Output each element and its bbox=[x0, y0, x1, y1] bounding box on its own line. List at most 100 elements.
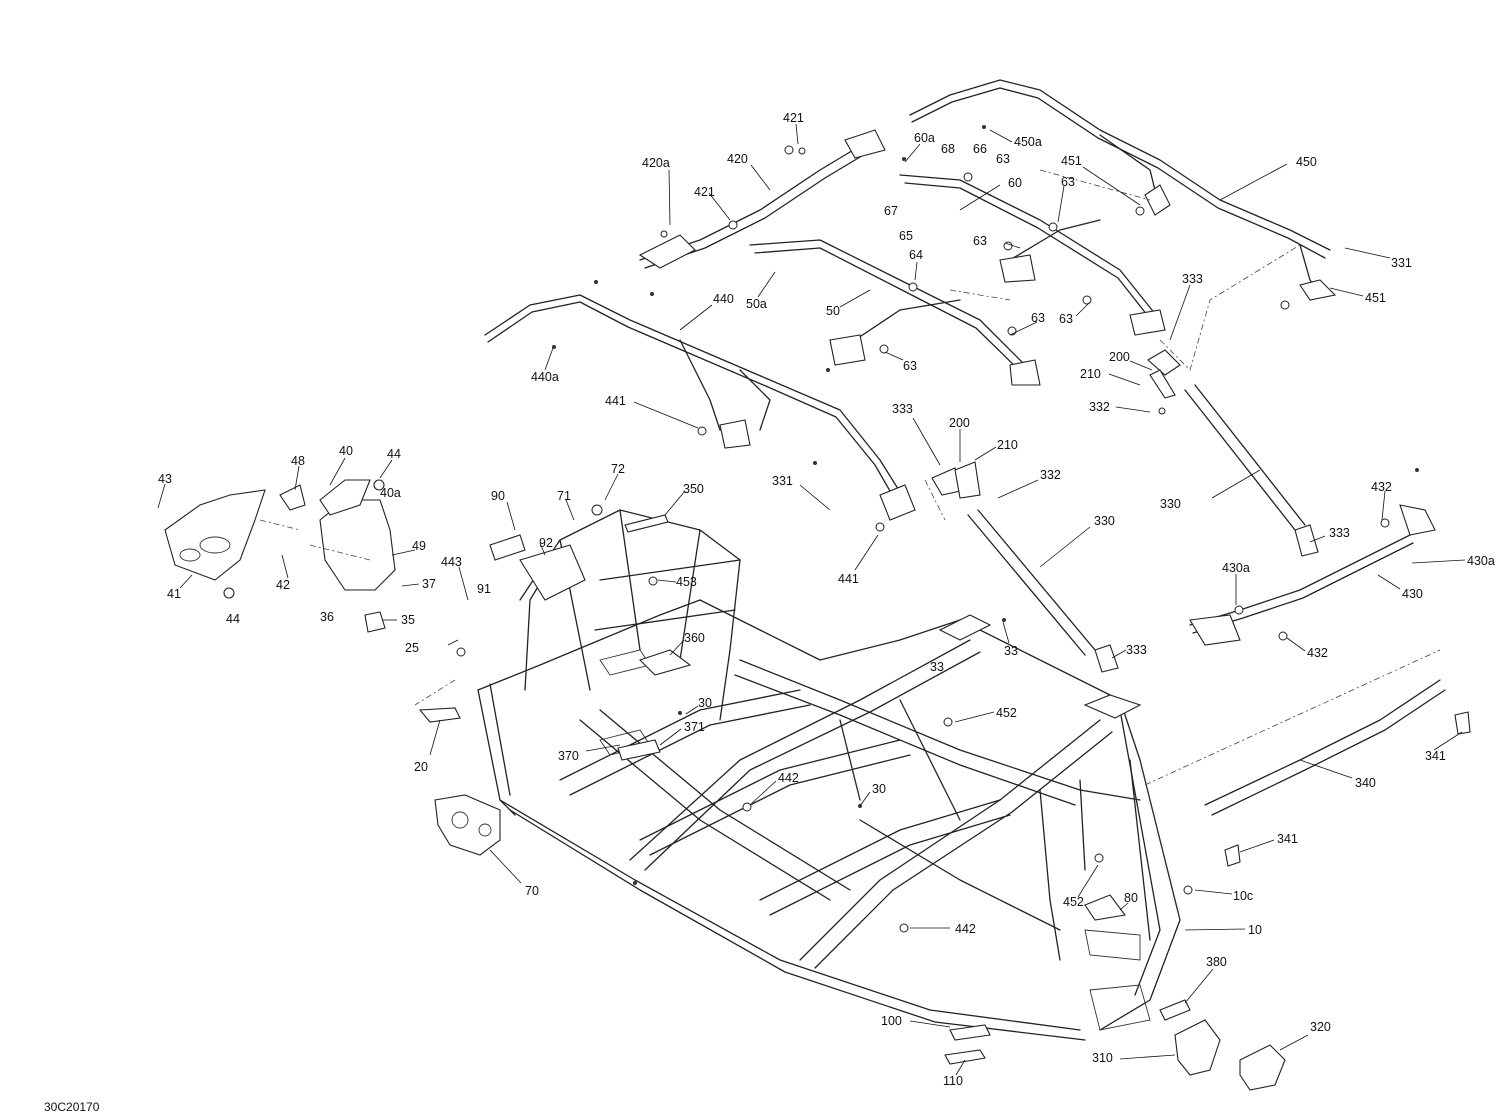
callout-label: 210 bbox=[997, 438, 1018, 452]
callout-label: 450 bbox=[1296, 155, 1317, 169]
callout-label: 64 bbox=[909, 248, 923, 262]
callout-label: 443 bbox=[441, 555, 462, 569]
callout-label: 66 bbox=[973, 142, 987, 156]
callout-label: 453 bbox=[676, 575, 697, 589]
callout-label: 41 bbox=[167, 587, 181, 601]
callout-label: 440a bbox=[531, 370, 559, 384]
callout-label: 380 bbox=[1206, 955, 1227, 969]
callout-label: 333 bbox=[1182, 272, 1203, 286]
callout-label: 320 bbox=[1310, 1020, 1331, 1034]
callout-label: 452 bbox=[1063, 895, 1084, 909]
callout-label: 420a bbox=[642, 156, 670, 170]
leader-lines bbox=[157, 123, 1466, 1076]
callout-label: 210 bbox=[1080, 367, 1101, 381]
callout-label: 370 bbox=[558, 749, 579, 763]
callout-label: 35 bbox=[401, 613, 415, 627]
callout-label: 10c bbox=[1233, 889, 1253, 903]
callout-label: 43 bbox=[158, 472, 172, 486]
callout-label: 421 bbox=[694, 185, 715, 199]
callout-label: 430a bbox=[1467, 554, 1495, 568]
callout-label: 63 bbox=[1031, 311, 1045, 325]
callout-label: 65 bbox=[899, 229, 913, 243]
callout-label: 60a bbox=[914, 131, 935, 145]
front-bumper-assembly bbox=[164, 479, 396, 633]
callout-label: 42 bbox=[276, 578, 290, 592]
callout-label: 91 bbox=[477, 582, 491, 596]
callout-label: 441 bbox=[838, 572, 859, 586]
callout-label: 33 bbox=[1004, 644, 1018, 658]
main-frame bbox=[477, 509, 1181, 1041]
callout-label: 360 bbox=[684, 631, 705, 645]
callout-label: 70 bbox=[525, 884, 539, 898]
callout-label: 452 bbox=[996, 706, 1017, 720]
callout-label: 10 bbox=[1248, 923, 1262, 937]
callout-label: 110 bbox=[943, 1074, 963, 1088]
callout-label: 420 bbox=[727, 152, 748, 166]
callout-label: 332 bbox=[1040, 468, 1061, 482]
callout-label: 200 bbox=[949, 416, 970, 430]
callout-label: 432 bbox=[1307, 646, 1328, 660]
callout-label: 60 bbox=[1008, 176, 1022, 190]
front-bracket-70 bbox=[434, 794, 501, 856]
assembly-lines bbox=[259, 169, 1441, 786]
callout-label: 20 bbox=[414, 760, 428, 774]
callout-label: 49 bbox=[412, 539, 426, 553]
callout-label: 30 bbox=[872, 782, 886, 796]
callout-label: 430a bbox=[1222, 561, 1250, 575]
callout-label: 92 bbox=[539, 536, 553, 550]
callout-label: 67 bbox=[884, 204, 898, 218]
callout-label: 442 bbox=[778, 771, 799, 785]
callout-label: 37 bbox=[422, 577, 436, 591]
callout-label: 40a bbox=[380, 486, 401, 500]
callout-label: 432 bbox=[1371, 480, 1392, 494]
small-parts bbox=[418, 349, 1471, 1065]
callout-label: 63 bbox=[973, 234, 987, 248]
callout-label: 25 bbox=[405, 641, 419, 655]
callout-label: 371 bbox=[684, 720, 705, 734]
callout-label: 100 bbox=[881, 1014, 902, 1028]
callout-label: 330 bbox=[1160, 497, 1181, 511]
callout-label: 332 bbox=[1089, 400, 1110, 414]
callout-labels: 421 420a 420 421 60a 68 66 63 450a 450 4… bbox=[158, 111, 1495, 1088]
callout-label: 71 bbox=[557, 489, 571, 503]
fasteners bbox=[456, 125, 1419, 933]
callout-label: 36 bbox=[320, 610, 334, 624]
callout-label: 442 bbox=[955, 922, 976, 936]
roll-cage bbox=[484, 79, 1446, 816]
callout-label: 90 bbox=[491, 489, 505, 503]
callout-label: 421 bbox=[783, 111, 804, 125]
callout-label: 333 bbox=[1329, 526, 1350, 540]
callout-label: 63 bbox=[1061, 175, 1075, 189]
callout-label: 50a bbox=[746, 297, 767, 311]
callout-label: 331 bbox=[772, 474, 793, 488]
callout-label: 333 bbox=[1126, 643, 1147, 657]
callout-label: 68 bbox=[941, 142, 955, 156]
callout-label: 341 bbox=[1277, 832, 1298, 846]
callout-label: 30 bbox=[698, 696, 712, 710]
callout-label: 63 bbox=[996, 152, 1010, 166]
callout-label: 40 bbox=[339, 444, 353, 458]
callout-label: 451 bbox=[1061, 154, 1082, 168]
callout-label: 48 bbox=[291, 454, 305, 468]
callout-label: 44 bbox=[387, 447, 401, 461]
callout-label: 350 bbox=[683, 482, 704, 496]
callout-label: 44 bbox=[226, 612, 240, 626]
callout-label: 430 bbox=[1402, 587, 1423, 601]
callout-label: 333 bbox=[892, 402, 913, 416]
callout-label: 33 bbox=[930, 660, 944, 674]
callout-label: 200 bbox=[1109, 350, 1130, 364]
callout-label: 50 bbox=[826, 304, 840, 318]
callout-label: 441 bbox=[605, 394, 626, 408]
callout-label: 331 bbox=[1391, 256, 1412, 270]
callout-label: 310 bbox=[1092, 1051, 1113, 1065]
callout-label: 63 bbox=[1059, 312, 1073, 326]
rear-bracket-310 bbox=[1159, 999, 1286, 1091]
callout-label: 80 bbox=[1124, 891, 1138, 905]
callout-label: 340 bbox=[1355, 776, 1376, 790]
callout-label: 451 bbox=[1365, 291, 1386, 305]
callout-label: 440 bbox=[713, 292, 734, 306]
callout-label: 450a bbox=[1014, 135, 1042, 149]
drawing-code: 30C20170 bbox=[44, 1100, 100, 1114]
callout-label: 341 bbox=[1425, 749, 1446, 763]
